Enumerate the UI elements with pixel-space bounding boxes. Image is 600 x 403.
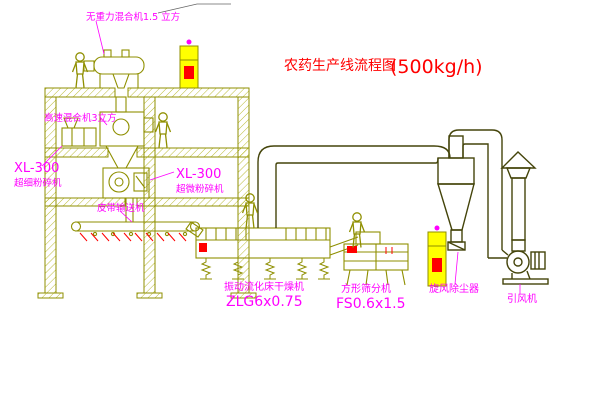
person-figure — [71, 52, 89, 89]
cyclone-separator — [437, 135, 475, 251]
label-mill-center-model: XL-300 — [176, 167, 221, 182]
leader-line-top — [157, 3, 231, 14]
sieve-red-details — [347, 246, 393, 254]
title-capacity: (500kg/h) — [390, 56, 483, 78]
gravity-mixer — [83, 49, 145, 113]
label-dryer-model: ZLG6x0.75 — [226, 294, 303, 310]
label-cyclone: 旋风除尘器 — [429, 282, 479, 295]
conveyor-red-hatch — [79, 232, 187, 242]
fluid-bed-dryer — [195, 227, 359, 280]
title-text: 农药生产线流程图 — [284, 58, 396, 74]
high-speed-mixer — [99, 111, 154, 169]
indicator-dot — [186, 39, 192, 45]
exhaust-stack — [500, 151, 537, 252]
label-sieve-model: FS0.6x1.5 — [336, 296, 406, 312]
label-mill-center-name: 超微粉碎机 — [176, 183, 224, 195]
label-belt-conveyor: 皮带输送机 — [97, 202, 145, 214]
label-mill-left-model: XL-300 — [14, 161, 59, 176]
drawing-title: 农药生产线流程图 (500kg/h) — [284, 56, 483, 78]
label-sieve-name: 方形筛分机 — [341, 282, 391, 295]
control-cabinet-right — [427, 225, 447, 287]
labels: 无重力混合机1.5 立方 高速混合机3立方 XL-300 超细粉碎机 XL-30… — [14, 11, 537, 312]
pulverizer-center — [102, 167, 150, 222]
label-gravity-mixer: 无重力混合机1.5 立方 — [86, 11, 180, 23]
label-mill-left-name: 超细粉碎机 — [14, 177, 62, 189]
induced-draft-fan — [502, 250, 549, 285]
label-high-speed-mixer: 高速混合机3立方 — [44, 112, 117, 124]
label-fan: 引风机 — [507, 292, 537, 305]
control-cabinet-top — [179, 39, 199, 89]
dryer-feed-marker — [199, 243, 207, 252]
label-dryer-name: 振动流化床干燥机 — [224, 280, 304, 293]
belt-conveyor — [70, 221, 204, 238]
indicator-dot — [434, 225, 440, 231]
pulverizer-left — [61, 117, 97, 147]
leader-lines — [41, 20, 521, 294]
person-figure — [154, 112, 172, 149]
person-figure — [348, 212, 366, 249]
